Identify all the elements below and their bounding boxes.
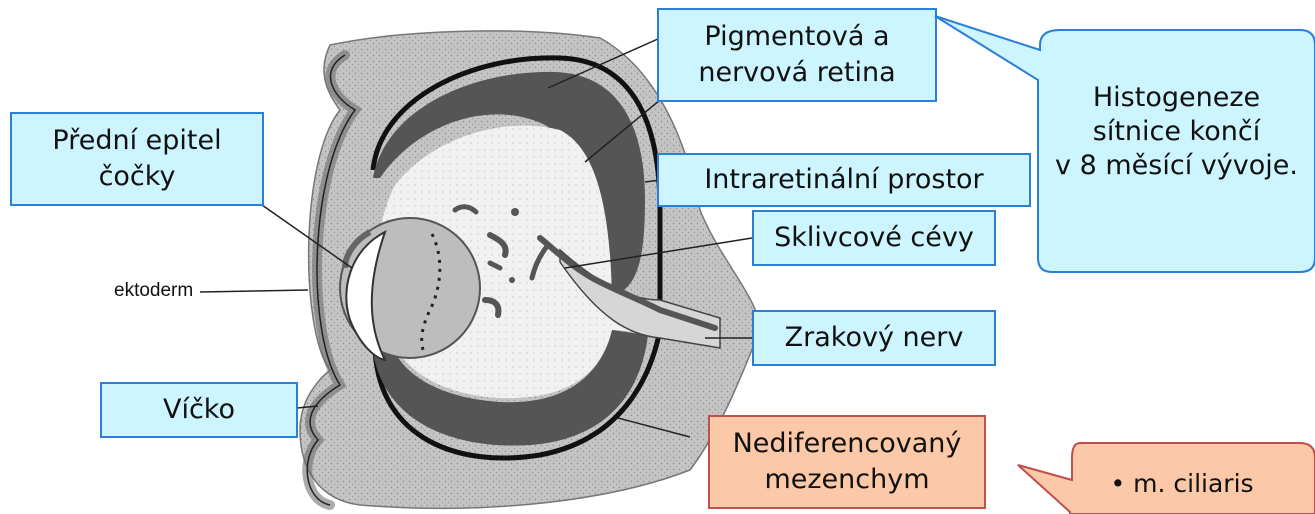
label-eyelid: Víčko bbox=[100, 382, 298, 438]
label-vitreous-vessels: Sklivcové cévy bbox=[752, 210, 996, 266]
ciliaris-callout: • m. ciliaris bbox=[1072, 466, 1292, 502]
label-intraretinal: Intraretinální prostor bbox=[657, 153, 1031, 207]
label-mesenchyme: Nediferencovaný mezenchym bbox=[708, 415, 986, 509]
label-anterior-epithelium: Přední epitel čočky bbox=[10, 112, 264, 206]
label-pigment-retina: Pigmentová a nervová retina bbox=[657, 8, 937, 102]
label-optic-nerve: Zrakový nerv bbox=[752, 310, 996, 366]
histogenesis-callout: Histogeneze sítnice končí v 8 měsící výv… bbox=[1038, 62, 1315, 202]
label-ectoderm: ektoderm bbox=[114, 280, 193, 302]
